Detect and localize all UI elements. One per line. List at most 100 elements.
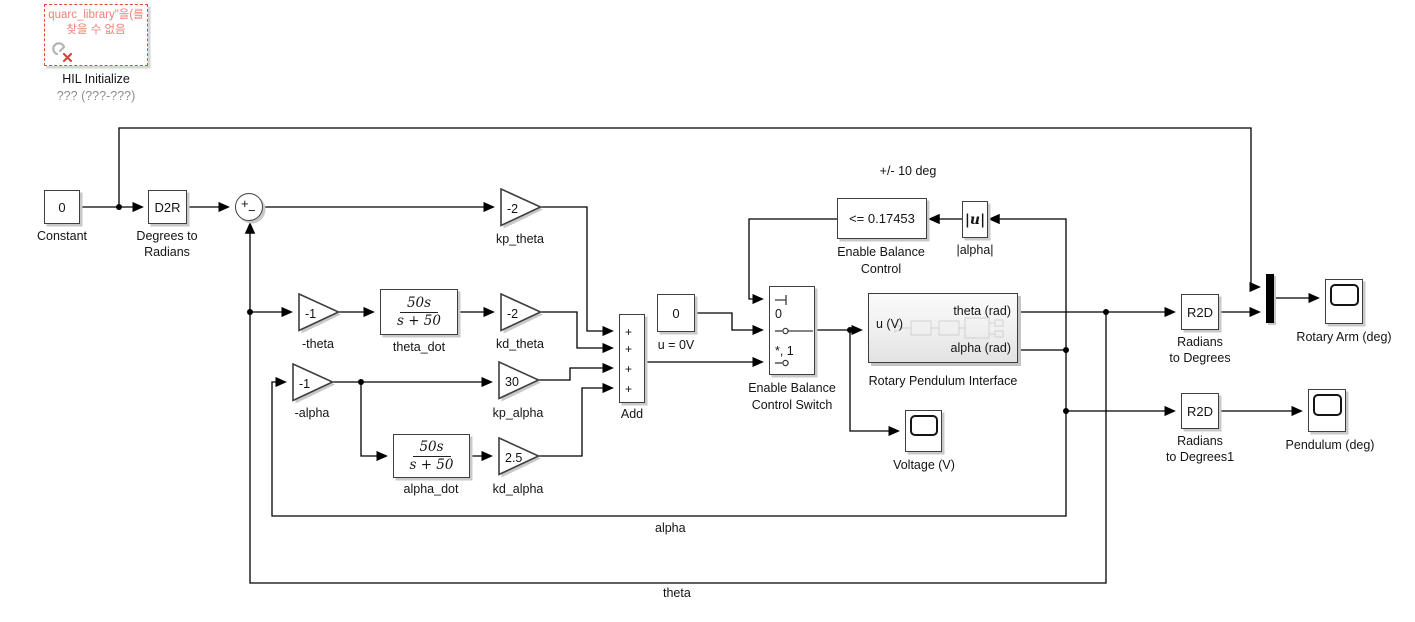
voltage-scope-label: Voltage (V) — [893, 458, 955, 472]
kp-theta-label: kp_theta — [496, 232, 544, 246]
kd-theta-gain[interactable]: -2 — [500, 292, 544, 335]
alpha-dot-label: alpha_dot — [403, 482, 459, 496]
u0-value: 0 — [672, 305, 680, 321]
enable-balance-control-compare-block[interactable]: <= 0.17453 — [837, 198, 927, 239]
neg-alpha-gain[interactable]: -1 — [292, 362, 336, 405]
wire[interactable] — [118, 127, 1261, 293]
theta-dot-numerator: 50s — [406, 295, 432, 312]
wire[interactable] — [271, 350, 1067, 517]
sum-minus-sign: − — [248, 203, 256, 218]
sum-block[interactable]: + − — [235, 193, 263, 221]
d2r-label-line1: Degrees to — [136, 229, 198, 243]
u0-constant-block[interactable]: 0 — [657, 294, 695, 332]
neg-theta-value: -1 — [305, 307, 317, 321]
mux-block[interactable] — [1266, 274, 1274, 323]
switch-label-line1: Enable Balance — [748, 381, 836, 395]
compare-label-line2: Control — [860, 262, 902, 276]
r2d1-label-line1: Radians — [1177, 434, 1223, 448]
wire[interactable] — [849, 330, 900, 437]
wire[interactable] — [540, 206, 614, 337]
kp-theta-gain[interactable]: -2 — [500, 187, 544, 230]
error-text-line1: quarc_library"을(를 — [48, 9, 144, 21]
junction-dots — [116, 204, 1109, 414]
alpha-dot-transfer-fcn[interactable]: 50s s + 50 — [393, 434, 470, 478]
theta-signal-label: theta — [663, 586, 691, 600]
theta-dot-transfer-fcn[interactable]: 50s s + 50 — [380, 289, 458, 335]
kd-theta-label: kd_theta — [496, 337, 544, 351]
wire[interactable] — [538, 362, 614, 381]
radians-to-degrees1-block[interactable]: R2D — [1181, 393, 1219, 429]
kd-alpha-label: kd_alpha — [492, 482, 544, 496]
abs-label: |alpha| — [956, 243, 994, 257]
kp-alpha-label: kp_alpha — [492, 406, 544, 420]
u0-label: u = 0V — [657, 338, 695, 352]
compare-label-line1: Enable Balance — [837, 245, 925, 259]
deg-limit-annotation: +/- 10 deg — [879, 164, 937, 178]
wire[interactable] — [988, 213, 1067, 350]
enable-balance-control-switch-block[interactable]: 0 *, 1 — [769, 286, 815, 375]
pendulum-scope-block[interactable] — [1308, 389, 1346, 432]
alpha-signal-label: alpha — [655, 521, 686, 535]
wire[interactable] — [244, 222, 1107, 584]
scope-screen-icon — [1329, 284, 1359, 306]
add-label: Add — [620, 407, 644, 421]
rotary-arm-scope-label: Rotary Arm (deg) — [1296, 330, 1392, 344]
wire[interactable] — [360, 382, 388, 462]
switch-port-glyphs — [775, 295, 813, 367]
constant-block[interactable]: 0 — [44, 190, 80, 224]
r2d1-value: R2D — [1186, 403, 1213, 419]
scope-screen-icon — [1312, 394, 1342, 416]
rotary-arm-scope-block[interactable] — [1325, 279, 1363, 324]
wire[interactable] — [540, 311, 614, 354]
alpha-dot-numerator: 50s — [419, 439, 444, 456]
abs-value: |u| — [964, 211, 986, 228]
r2d-value: R2D — [1186, 304, 1213, 320]
pendulum-scope-label: Pendulum (deg) — [1285, 438, 1375, 452]
abs-block[interactable]: |u| — [962, 201, 988, 238]
subsystem-preview-icon — [894, 317, 1004, 339]
theta-dot-label: theta_dot — [392, 340, 446, 354]
rotary-pendulum-interface-subsystem[interactable]: u (V) theta (rad) alpha (rad) — [868, 293, 1018, 363]
neg-theta-gain[interactable]: -1 — [298, 292, 342, 335]
fraction-bar — [400, 311, 438, 313]
wire[interactable] — [695, 312, 764, 336]
kp-alpha-gain[interactable]: 30 — [498, 360, 542, 403]
add-plus-1: + — [625, 325, 633, 339]
radians-to-degrees-block[interactable]: R2D — [1181, 294, 1219, 330]
wire[interactable] — [748, 218, 837, 305]
wire[interactable] — [538, 382, 614, 457]
add-plus-4: + — [625, 382, 633, 396]
neg-alpha-value: -1 — [299, 377, 311, 391]
constant-label: Constant — [36, 229, 88, 243]
add-block[interactable]: + + + + — [619, 314, 645, 403]
neg-theta-label: -theta — [302, 337, 334, 351]
kd-alpha-gain[interactable]: 2.5 — [498, 436, 542, 479]
add-plus-2: + — [625, 342, 633, 356]
error-text-line2: 찾을 수 없음 — [66, 24, 126, 36]
kd-alpha-value: 2.5 — [505, 451, 523, 465]
kp-theta-value: -2 — [507, 202, 519, 216]
voltage-scope-block[interactable] — [905, 410, 942, 452]
hil-initialize-block[interactable]: quarc_library"을(를 찾을 수 없음 — [44, 4, 148, 66]
d2r-label-line2: Radians — [144, 245, 190, 259]
r2d-label-line1: Radians — [1177, 335, 1223, 349]
interface-label: Rotary Pendulum Interface — [868, 374, 1018, 388]
sum-plus-sign: + — [241, 196, 249, 211]
compare-value: <= 0.17453 — [849, 211, 915, 226]
hil-initialize-sublabel: ??? (???-???) — [56, 89, 136, 103]
switch-label-line2: Control Switch — [751, 398, 833, 412]
fraction-bar — [412, 455, 451, 457]
kd-theta-value: -2 — [507, 307, 519, 321]
constant-value: 0 — [58, 199, 66, 215]
interface-output2-port-label: alpha (rad) — [950, 341, 1011, 355]
add-plus-3: + — [625, 362, 633, 376]
interface-input-port-label: u (V) — [876, 317, 904, 331]
broken-link-icon — [52, 42, 73, 63]
degrees-to-radians-block[interactable]: D2R — [148, 190, 187, 224]
scope-screen-icon — [909, 415, 938, 436]
theta-dot-denominator: s + 50 — [396, 312, 441, 329]
switch-input2-text: *, 1 — [775, 344, 794, 358]
switch-input1-text: 0 — [775, 307, 782, 321]
